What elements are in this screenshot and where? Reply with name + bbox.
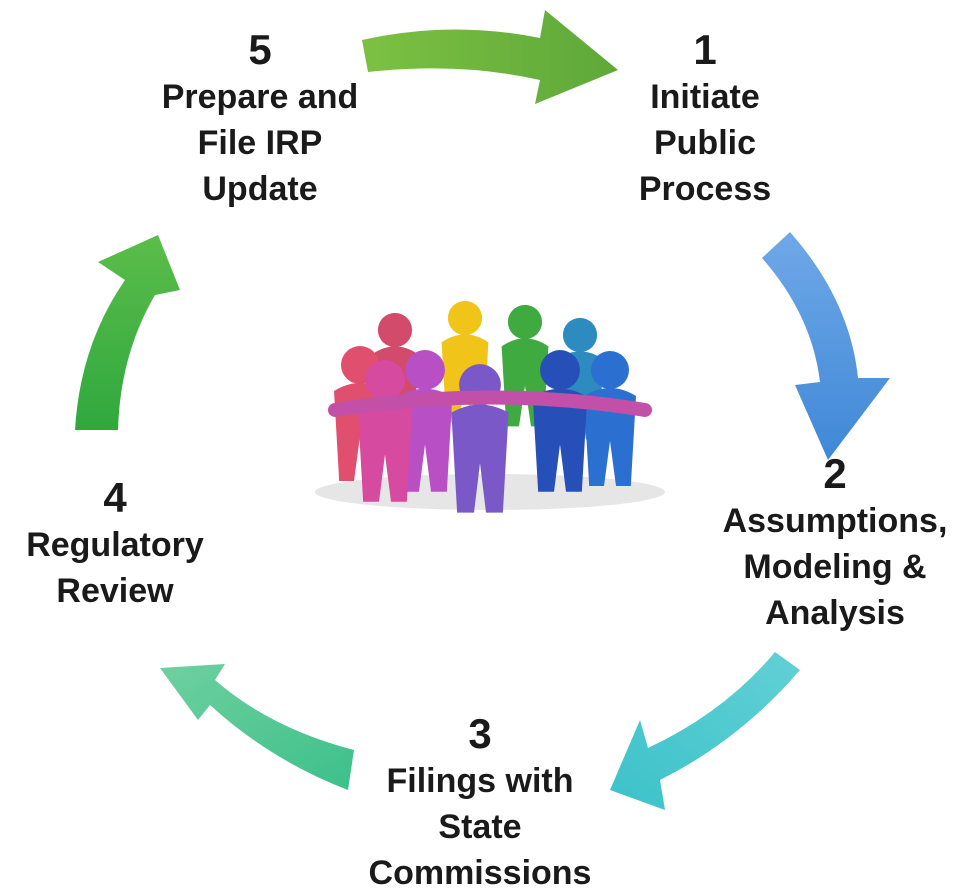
step-5-number: 5 [248,26,272,73]
step-2-line-1: Assumptions, [722,502,948,540]
step-2-line-2: Modeling & [743,548,927,586]
step-5-line-2: File IRP [197,124,323,162]
step-3-number: 3 [468,710,492,757]
step-1-line-2: Public [653,124,757,162]
arrow-4-to-5 [75,235,180,430]
clay-figures-circle-image [315,300,665,513]
clay-figures-arms [328,390,652,417]
step-2-label: 2 Assumptions, Modeling & Analysis [700,450,970,636]
arrow-1-to-2 [762,232,890,460]
step-1-line-3: Process [638,170,772,208]
step-1-number: 1 [693,26,717,73]
step-3-label: 3 Filings with State Commissions [350,710,610,896]
step-1-label: 1 Initiate Public Process [600,26,810,212]
step-5-line-3: Update [202,170,318,208]
step-2-number: 2 [823,450,847,497]
clay-figure-10 [357,360,413,502]
arrow-2-to-3 [610,652,800,810]
step-3-line-3: Commissions [368,854,592,892]
step-3-line-1: Filings with [386,762,574,800]
arrow-3-to-4 [160,664,354,790]
step-4-label: 4 Regulatory Review [0,474,230,614]
step-3-line-2: State [438,808,522,846]
step-2-line-3: Analysis [765,594,905,632]
clay-figure-8 [532,350,588,492]
step-4-line-2: Review [56,572,174,610]
clay-figure-6 [584,351,636,486]
step-5-line-1: Prepare and [161,78,359,116]
arrow-5-to-1 [362,10,618,104]
step-5-label: 5 Prepare and File IRP Update [135,26,385,212]
step-1-line-1: Initiate [650,78,760,116]
step-4-line-1: Regulatory [26,526,204,564]
step-4-number: 4 [103,474,127,521]
